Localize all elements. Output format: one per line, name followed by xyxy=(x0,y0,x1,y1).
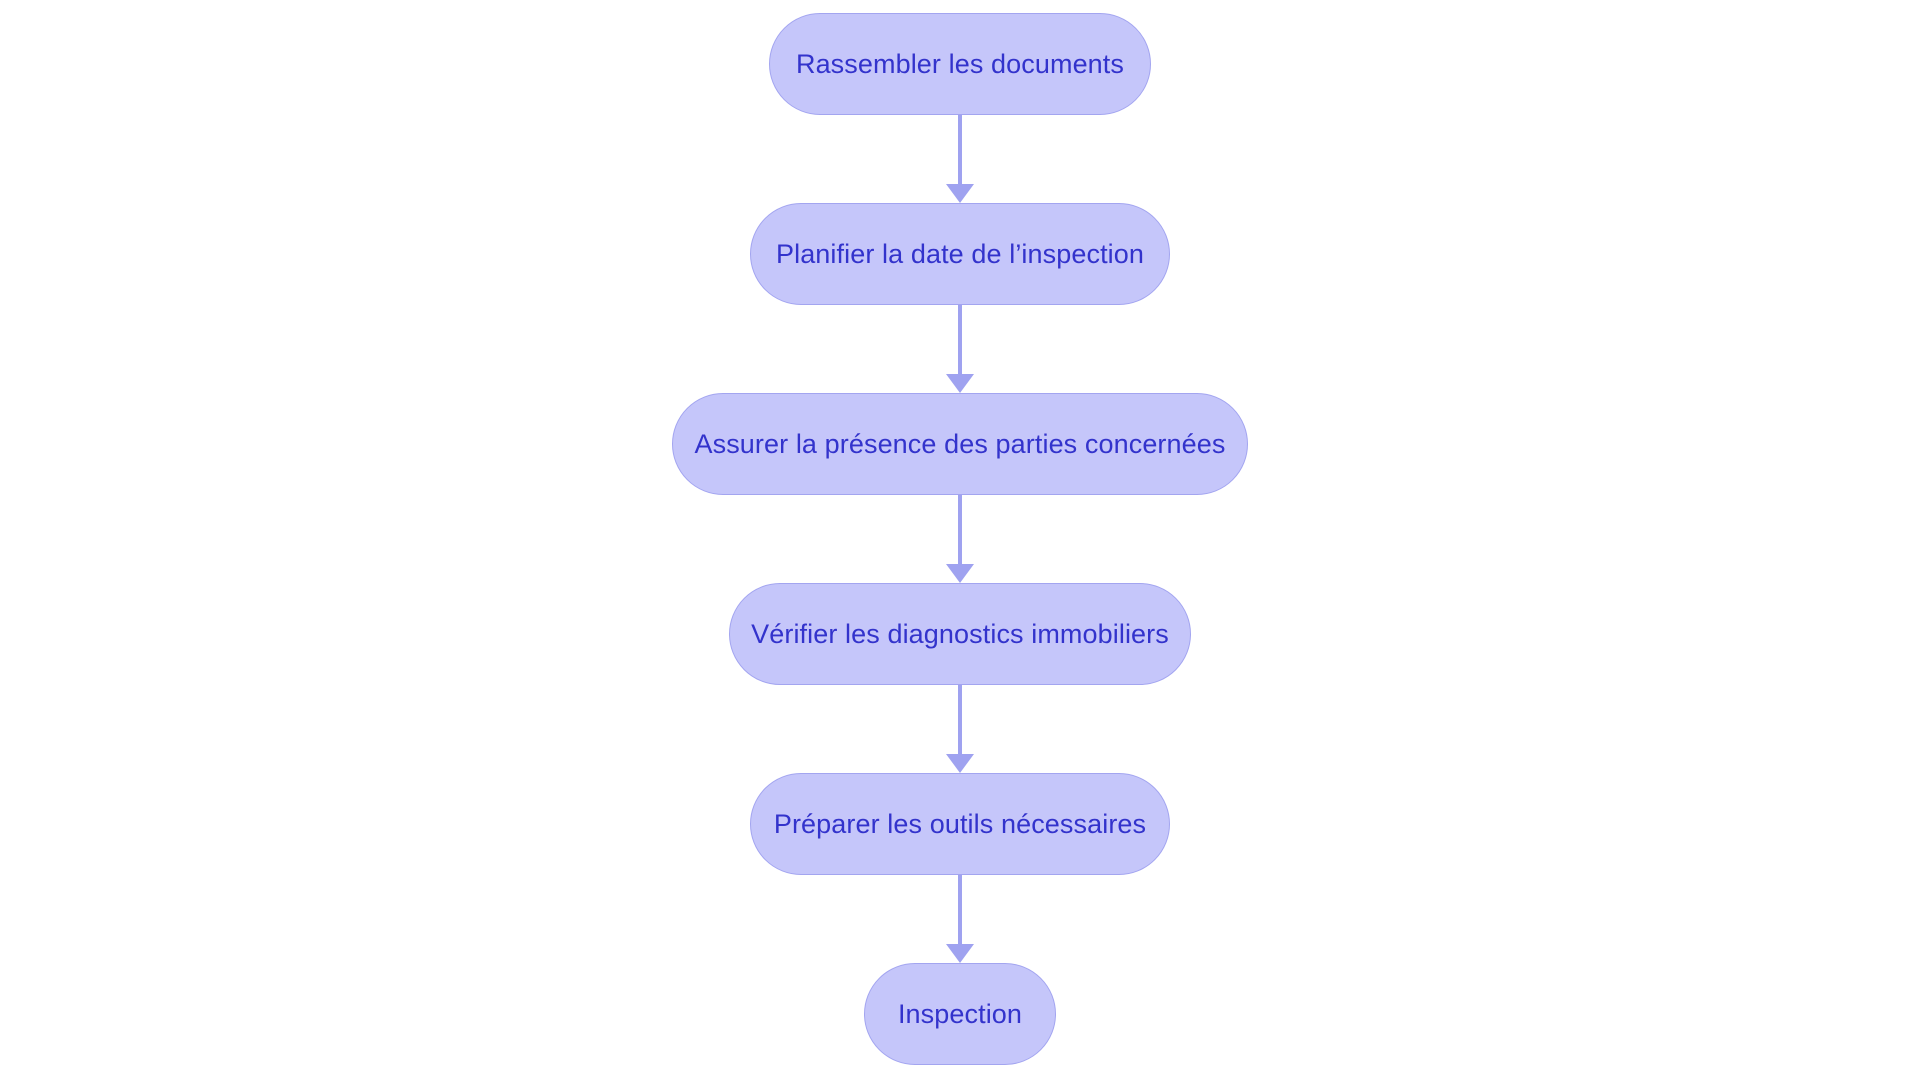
flowchart-arrow-4-to-5 xyxy=(945,875,975,963)
flowchart-node-0-label: Rassembler les documents xyxy=(795,48,1125,79)
arrow-head-down-icon xyxy=(946,184,974,203)
arrow-line-icon xyxy=(958,115,962,185)
arrow-line-icon xyxy=(958,875,962,945)
arrow-line-icon xyxy=(958,685,962,755)
flowchart-node-2[interactable]: Assurer la présence des parties concerné… xyxy=(672,393,1248,495)
arrow-head-down-icon xyxy=(946,374,974,393)
flowchart-node-5-label: Inspection xyxy=(897,998,1023,1029)
flowchart-node-4[interactable]: Préparer les outils nécessaires xyxy=(750,773,1170,875)
flowchart-node-4-label: Préparer les outils nécessaires xyxy=(773,808,1147,839)
flowchart-node-1[interactable]: Planifier la date de l’inspection xyxy=(750,203,1170,305)
flowchart-arrow-2-to-3 xyxy=(945,495,975,583)
arrow-line-icon xyxy=(958,495,962,565)
flowchart-node-3-label: Vérifier les diagnostics immobiliers xyxy=(751,618,1169,649)
flowchart-node-2-label: Assurer la présence des parties concerné… xyxy=(694,428,1226,459)
flowchart-arrow-3-to-4 xyxy=(945,685,975,773)
arrow-line-icon xyxy=(958,305,962,375)
arrow-head-down-icon xyxy=(946,754,974,773)
flowchart-node-1-label: Planifier la date de l’inspection xyxy=(775,238,1145,269)
flowchart-node-0[interactable]: Rassembler les documents xyxy=(769,13,1151,115)
flowchart-arrow-1-to-2 xyxy=(945,305,975,393)
flowchart-arrow-0-to-1 xyxy=(945,115,975,203)
arrow-head-down-icon xyxy=(946,944,974,963)
arrow-head-down-icon xyxy=(946,564,974,583)
flowchart-node-3[interactable]: Vérifier les diagnostics immobiliers xyxy=(729,583,1191,685)
flowchart-node-5[interactable]: Inspection xyxy=(864,963,1056,1065)
